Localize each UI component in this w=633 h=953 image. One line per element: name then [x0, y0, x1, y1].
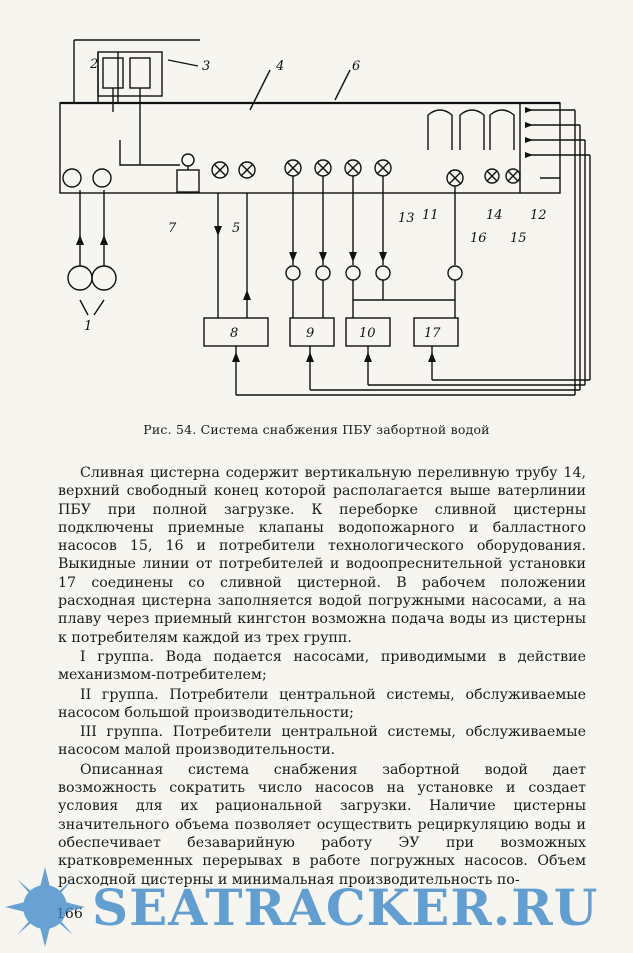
pump-1b	[91, 265, 117, 291]
label-8: 8	[230, 326, 238, 341]
paragraph: II группа. Потребители центральной систе…	[58, 686, 586, 721]
pump-group-3	[97, 51, 163, 97]
label-6: 6	[352, 59, 360, 74]
body-text: Сливная цистерна содержит вертикальную п…	[58, 464, 586, 890]
tank-outline	[59, 102, 561, 194]
label-11: 11	[422, 208, 439, 223]
water-supply-diagram: 1 2 3 4 5 6 7 8 9 10 11 12 13 14 15 16 1…	[59, 39, 591, 396]
paragraph: III группа. Потребители центральной сист…	[58, 724, 586, 759]
watermark-graphic	[5, 867, 85, 947]
label-16: 16	[470, 231, 487, 246]
label-7: 7	[168, 221, 177, 236]
paragraph: I группа. Вода подается насосами, привод…	[58, 648, 586, 684]
pump-1a	[67, 265, 93, 291]
label-15: 15	[510, 231, 527, 246]
paragraph: Сливная цистерна содержит вертикальную п…	[58, 465, 586, 646]
label-1: 1	[84, 319, 92, 334]
consumer-17	[413, 317, 459, 347]
pump-7	[176, 169, 200, 193]
watermark-text: SEATRACKER.RU	[92, 878, 599, 937]
label-9: 9	[306, 326, 314, 341]
label-5: 5	[232, 221, 240, 236]
valve-row	[211, 159, 521, 187]
label-10: 10	[359, 326, 376, 341]
label-3: 3	[202, 59, 210, 74]
right-valve-stack	[530, 109, 591, 395]
label-12: 12	[530, 208, 547, 223]
label-13: 13	[398, 211, 415, 226]
figure-caption: Рис. 54. Система снабжения ПБУ забортной…	[143, 422, 490, 437]
label-4: 4	[275, 59, 284, 74]
paragraph: Описанная система снабжения забортной во…	[58, 761, 586, 888]
label-17: 17	[424, 326, 441, 341]
label-14: 14	[486, 208, 503, 223]
consumer-9	[289, 317, 335, 347]
label-2: 2	[89, 57, 98, 72]
